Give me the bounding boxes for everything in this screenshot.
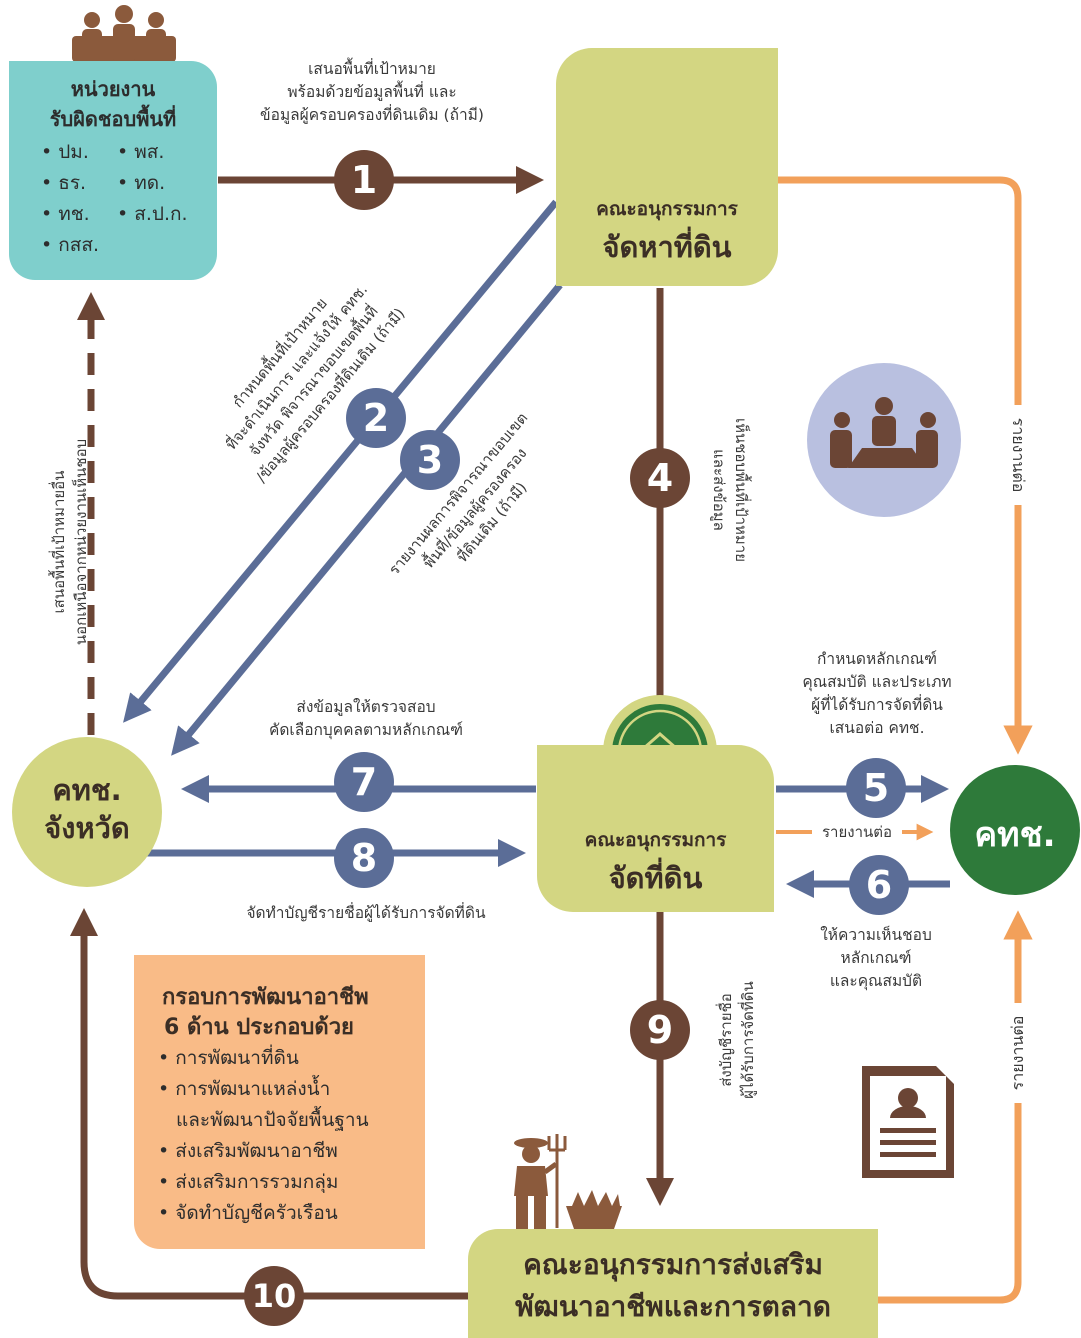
step6-badge: 6 bbox=[849, 855, 909, 915]
framework-item: • การพัฒนาที่ดิน bbox=[158, 1047, 299, 1069]
promotion-committee-box: คณะอนุกรรมการส่งเสริม พัฒนาอาชีพและการตล… bbox=[468, 1229, 878, 1338]
step1-label-line: เสนอพื้นที่เป้าหมาย bbox=[308, 60, 436, 78]
step7-label-line: ส่งข้อมูลให้ตรวจสอบ bbox=[296, 698, 436, 716]
national-title: คทช. bbox=[974, 815, 1056, 855]
step4-label-line: เห็นชอบพื้นที่เป้าหมาย bbox=[732, 417, 750, 563]
agencies-box: หน่วยงาน รับผิดชอบพื้นที่ • ปม. • พส. • … bbox=[9, 61, 217, 280]
step1-label-line: ข้อมูลผู้ครอบครองที่ดินเดิม (ถ้ามี) bbox=[260, 106, 484, 124]
report-bottom-label: รายงานต่อ bbox=[1007, 1003, 1029, 1103]
agencies-title-line2: รับผิดชอบพื้นที่ bbox=[49, 107, 177, 131]
agencies-title-line1: หน่วยงาน bbox=[70, 77, 156, 101]
step6-label: ให้ความเห็นชอบ หลักเกณฑ์ และคุณสมบัติ bbox=[796, 924, 956, 993]
step3-connector bbox=[171, 282, 563, 756]
step5-label-line: เสนอต่อ คทช. bbox=[829, 719, 925, 737]
step1-badge: 1 bbox=[334, 150, 394, 210]
step6-label-line: และคุณสมบัติ bbox=[829, 972, 923, 990]
agency-item: • ส.ป.ก. bbox=[117, 203, 188, 225]
framework-title-line1: กรอบการพัฒนาอาชีพ bbox=[162, 985, 369, 1010]
framework-item: • จัดทำบัญชีครัวเรือน bbox=[158, 1202, 338, 1224]
step9-label-line: ผู้ได้รับการจัดที่ดิน bbox=[739, 981, 757, 1099]
step4-badge: 4 bbox=[630, 448, 690, 508]
step1-label: เสนอพื้นที่เป้าหมาย พร้อมด้วยข้อมูลพื้นท… bbox=[232, 58, 512, 127]
step1-label-line: พร้อมด้วยข้อมูลพื้นที่ และ bbox=[287, 83, 457, 101]
report-top-connector bbox=[778, 176, 1033, 755]
step5-label-line: กำหนดหลักเกณฑ์ bbox=[817, 650, 937, 668]
step5-label-line: คุณสมบัติ และประเภท bbox=[802, 673, 952, 691]
step6-label-line: หลักเกณฑ์ bbox=[840, 949, 912, 967]
step10-badge: 10 bbox=[244, 1266, 304, 1326]
step9-label: ส่งบัญชีรายชื่อ ผู้ได้รับการจัดที่ดิน bbox=[715, 955, 759, 1125]
crop-basket-icon bbox=[566, 1190, 622, 1229]
step8-label: จัดทำบัญชีรายชื่อผู้ได้รับการจัดที่ดิน bbox=[196, 902, 536, 925]
step5-label-line: ผู้ที่ได้รับการจัดที่ดิน bbox=[811, 696, 943, 714]
step4-label: เห็นชอบพื้นที่เป้าหมาย และส่งข้อมูล bbox=[708, 390, 752, 590]
step9-badge: 9 bbox=[630, 1000, 690, 1060]
land-finding-title-line2: จัดหาที่ดิน bbox=[602, 230, 732, 264]
step2-badge: 2 bbox=[346, 388, 406, 448]
agency-item: • กสส. bbox=[41, 234, 99, 256]
land-allocation-title-line1: คณะอนุกรรมการ bbox=[584, 829, 727, 851]
meeting-icon bbox=[807, 363, 961, 517]
framework-item: และพัฒนาปัจจัยพื้นฐาน bbox=[176, 1109, 369, 1131]
provincial-title-line2: จังหวัด bbox=[44, 811, 130, 845]
step9-label-line: ส่งบัญชีรายชื่อ bbox=[717, 993, 735, 1087]
people-group-icon bbox=[72, 5, 176, 62]
land-finding-committee-box: คณะอนุกรรมการ จัดหาที่ดิน bbox=[556, 48, 778, 286]
dashed-label-line: เสนอพื้นที่เป้าหมายอื่น bbox=[50, 470, 68, 614]
step4-label-line: และส่งข้อมูล bbox=[710, 449, 728, 531]
step7-badge: 7 bbox=[334, 752, 394, 812]
step3-badge: 3 bbox=[400, 430, 460, 490]
dashed-label-line: นอกเหนือจากหน่วยงานเห็นชอบ bbox=[72, 438, 90, 646]
framework-item: • ส่งเสริมพัฒนาอาชีพ bbox=[158, 1140, 338, 1162]
provincial-committee-circle: คทช. จังหวัด bbox=[12, 737, 162, 887]
agency-item: • ธร. bbox=[41, 172, 87, 194]
agency-list: • ปม. • พส. • ธร. • ทด. • ทช. • ส.ป.ก. •… bbox=[41, 137, 211, 267]
step8-badge: 8 bbox=[334, 828, 394, 888]
framework-title-line2: 6 ด้าน ประกอบด้วย bbox=[164, 1015, 354, 1040]
farmer-icon bbox=[514, 1134, 567, 1229]
step7-label: ส่งข้อมูลให้ตรวจสอบ คัดเลือกบุคคลตามหลัก… bbox=[226, 696, 506, 742]
step7-label-line: คัดเลือกบุคคลตามหลักเกณฑ์ bbox=[268, 721, 463, 739]
report-top-label: รายงานต่อ bbox=[1007, 405, 1029, 505]
step2-connector bbox=[123, 199, 559, 723]
land-finding-title-line1: คณะอนุกรรมการ bbox=[596, 198, 738, 220]
career-framework-box: กรอบการพัฒนาอาชีพ 6 ด้าน ประกอบด้วย • กา… bbox=[134, 955, 425, 1249]
step6-label-line: ให้ความเห็นชอบ bbox=[820, 926, 932, 944]
national-committee-circle: คทช. bbox=[950, 765, 1080, 895]
framework-list: • การพัฒนาที่ดิน • การพัฒนาแหล่งน้ำ และพ… bbox=[158, 1043, 369, 1229]
agency-item: • ทช. bbox=[41, 203, 90, 225]
dashed-label: เสนอพื้นที่เป้าหมายอื่น นอกเหนือจากหน่วย… bbox=[48, 412, 92, 672]
land-allocation-title-line2: จัดที่ดิน bbox=[608, 861, 703, 895]
framework-item: • ส่งเสริมการรวมกลุ่ม bbox=[158, 1171, 339, 1193]
step10-connector bbox=[70, 908, 470, 1300]
report-mid-label: รายงานต่อ bbox=[812, 822, 902, 842]
step5-label: กำหนดหลักเกณฑ์ คุณสมบัติ และประเภท ผู้ที… bbox=[782, 648, 972, 740]
document-person-icon bbox=[862, 1066, 954, 1178]
promotion-title-line1: คณะอนุกรรมการส่งเสริม bbox=[523, 1248, 823, 1281]
provincial-title-line1: คทช. bbox=[52, 773, 122, 807]
framework-item: • การพัฒนาแหล่งน้ำ bbox=[158, 1078, 331, 1100]
agency-item: • ปม. bbox=[41, 141, 89, 163]
report-bottom-connector bbox=[872, 910, 1033, 1304]
step5-badge: 5 bbox=[846, 758, 906, 818]
land-allocation-committee-box: คณะอนุกรรมการ จัดที่ดิน bbox=[537, 745, 774, 912]
agency-item: • พส. bbox=[117, 141, 165, 163]
promotion-title-line2: พัฒนาอาชีพและการตลาด bbox=[515, 1290, 831, 1323]
step8-label-line: จัดทำบัญชีรายชื่อผู้ได้รับการจัดที่ดิน bbox=[246, 904, 486, 922]
agency-item: • ทด. bbox=[117, 172, 166, 194]
